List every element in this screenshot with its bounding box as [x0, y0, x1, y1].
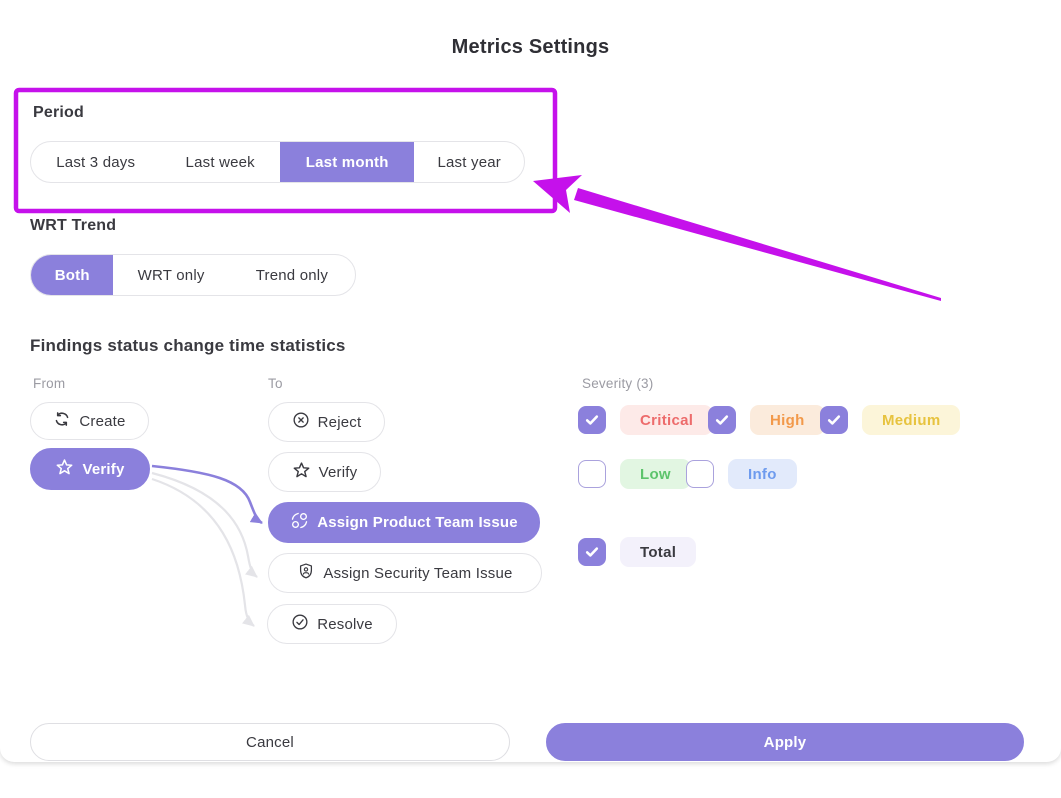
wrt-option-wrt-only[interactable]: WRT only [137, 266, 205, 284]
severity-high-checkbox[interactable] [708, 406, 736, 434]
refresh-icon [53, 410, 71, 432]
to-label: To [268, 376, 283, 391]
from-verify-label: Verify [82, 460, 125, 478]
severity-info-group: Info [686, 459, 797, 489]
severity-high-tag: High [750, 405, 825, 435]
severity-info-tag: Info [728, 459, 797, 489]
to-verify-label: Verify [318, 463, 358, 481]
to-assign-product-team-issue-button[interactable]: Assign Product Team Issue [268, 502, 540, 543]
check-icon [715, 415, 729, 425]
severity-critical-tag: Critical [620, 405, 714, 435]
from-label: From [33, 376, 66, 391]
check-icon [585, 547, 599, 557]
to-assign-security-team-issue-button[interactable]: Assign Security Team Issue [268, 553, 542, 593]
page-title: Metrics Settings [451, 36, 610, 58]
severity-info-checkbox[interactable] [686, 460, 714, 488]
total-tag: Total [620, 537, 697, 567]
sync-people-icon [290, 511, 309, 534]
to-reject-label: Reject [317, 413, 362, 431]
check-icon [827, 415, 841, 425]
total-group: Total [578, 537, 697, 567]
period-option-last-week[interactable]: Last week [185, 153, 255, 171]
severity-low-checkbox[interactable] [578, 460, 606, 488]
star-icon [55, 458, 74, 481]
to-resolve-label: Resolve [317, 615, 373, 633]
cancel-button[interactable]: Cancel [30, 723, 510, 761]
to-reject-button[interactable]: Reject [268, 402, 385, 442]
severity-medium-checkbox[interactable] [820, 406, 848, 434]
severity-low-tag: Low [620, 459, 691, 489]
wrt-option-trend-only[interactable]: Trend only [255, 266, 329, 284]
severity-critical-checkbox[interactable] [578, 406, 606, 434]
severity-label: Severity (3) [582, 376, 654, 391]
star-icon [292, 461, 311, 484]
period-option-last-3-days[interactable]: Last 3 days [56, 153, 136, 171]
apply-button[interactable]: Apply [546, 723, 1024, 761]
severity-low-group: Low [578, 459, 691, 489]
modal-card: Metrics Settings Period Last 3 days Last… [30, 36, 1024, 761]
wrt-option-both[interactable]: Both [31, 255, 114, 295]
period-segmented-control: Last 3 days Last week Last month Last ye… [30, 141, 525, 183]
to-resolve-button[interactable]: Resolve [267, 604, 397, 644]
severity-medium-group: Medium [820, 405, 961, 435]
wrt-trend-label: WRT Trend [30, 217, 117, 234]
circle-check-icon [291, 613, 309, 635]
severity-high-group: High [708, 405, 825, 435]
from-verify-button[interactable]: Verify [30, 448, 150, 490]
total-checkbox[interactable] [578, 538, 606, 566]
to-verify-button[interactable]: Verify [268, 452, 381, 492]
check-icon [585, 415, 599, 425]
period-option-last-year[interactable]: Last year [437, 153, 501, 171]
severity-medium-tag: Medium [862, 405, 961, 435]
shield-person-icon [297, 562, 315, 584]
wrt-trend-segmented-control: Both WRT only Trend only [30, 254, 356, 296]
from-create-button[interactable]: Create [30, 402, 149, 440]
circle-x-icon [292, 411, 310, 433]
severity-critical-group: Critical [578, 405, 714, 435]
from-create-label: Create [79, 412, 126, 430]
to-assign-product-team-issue-label: Assign Product Team Issue [317, 514, 518, 531]
findings-heading: Findings status change time statistics [30, 336, 346, 355]
period-option-last-month[interactable]: Last month [279, 142, 415, 182]
to-assign-security-team-issue-label: Assign Security Team Issue [323, 564, 513, 582]
period-label: Period [33, 104, 84, 121]
